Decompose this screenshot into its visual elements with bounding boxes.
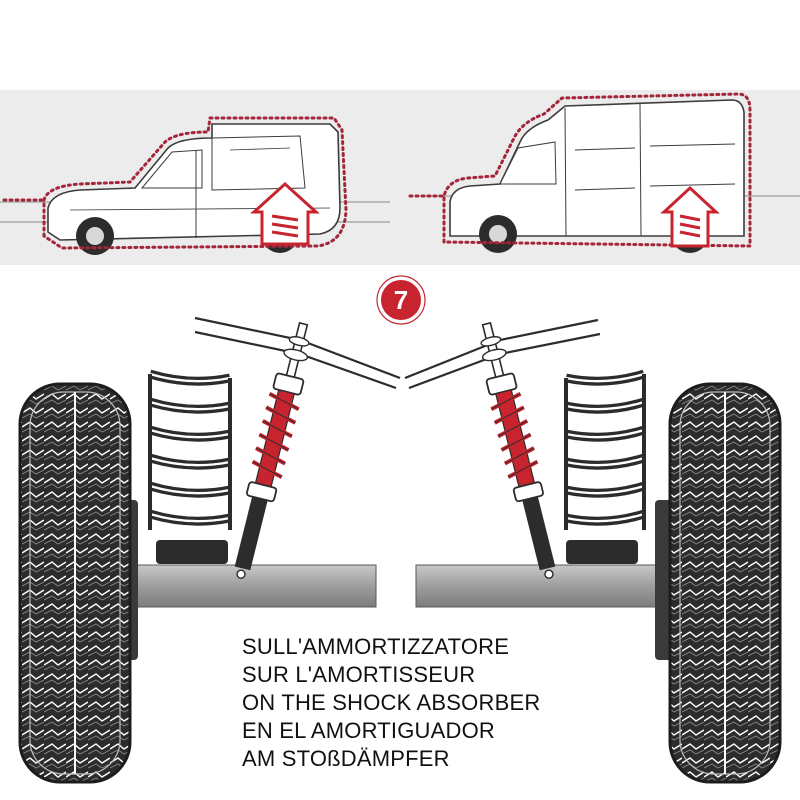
step-number: 7 [394,285,408,315]
right-wheel [655,382,782,784]
arrow-up-icon [250,181,320,246]
large-van-illustration [408,92,800,253]
chassis-frame [194,316,601,390]
caption-italian: SULL'AMMORTIZZATORE [242,634,510,659]
right-shock-absorber [480,321,556,579]
caption-english: ON THE SHOCK ABSORBER [242,690,541,715]
caption-german: AM STOßDÄMPFER [242,746,450,771]
left-shock-absorber [234,321,310,579]
left-wheel [18,382,138,784]
step-badge: 7 [376,275,426,325]
left-coil-spring [148,369,232,564]
arrow-up-icon [660,185,720,248]
small-van-illustration [0,116,390,255]
caption-spanish: EN EL AMORTIGUADOR [242,718,495,743]
caption-french: SUR L'AMORTISSEUR [242,662,476,687]
right-coil-spring [564,369,646,564]
rear-axle [119,564,669,608]
